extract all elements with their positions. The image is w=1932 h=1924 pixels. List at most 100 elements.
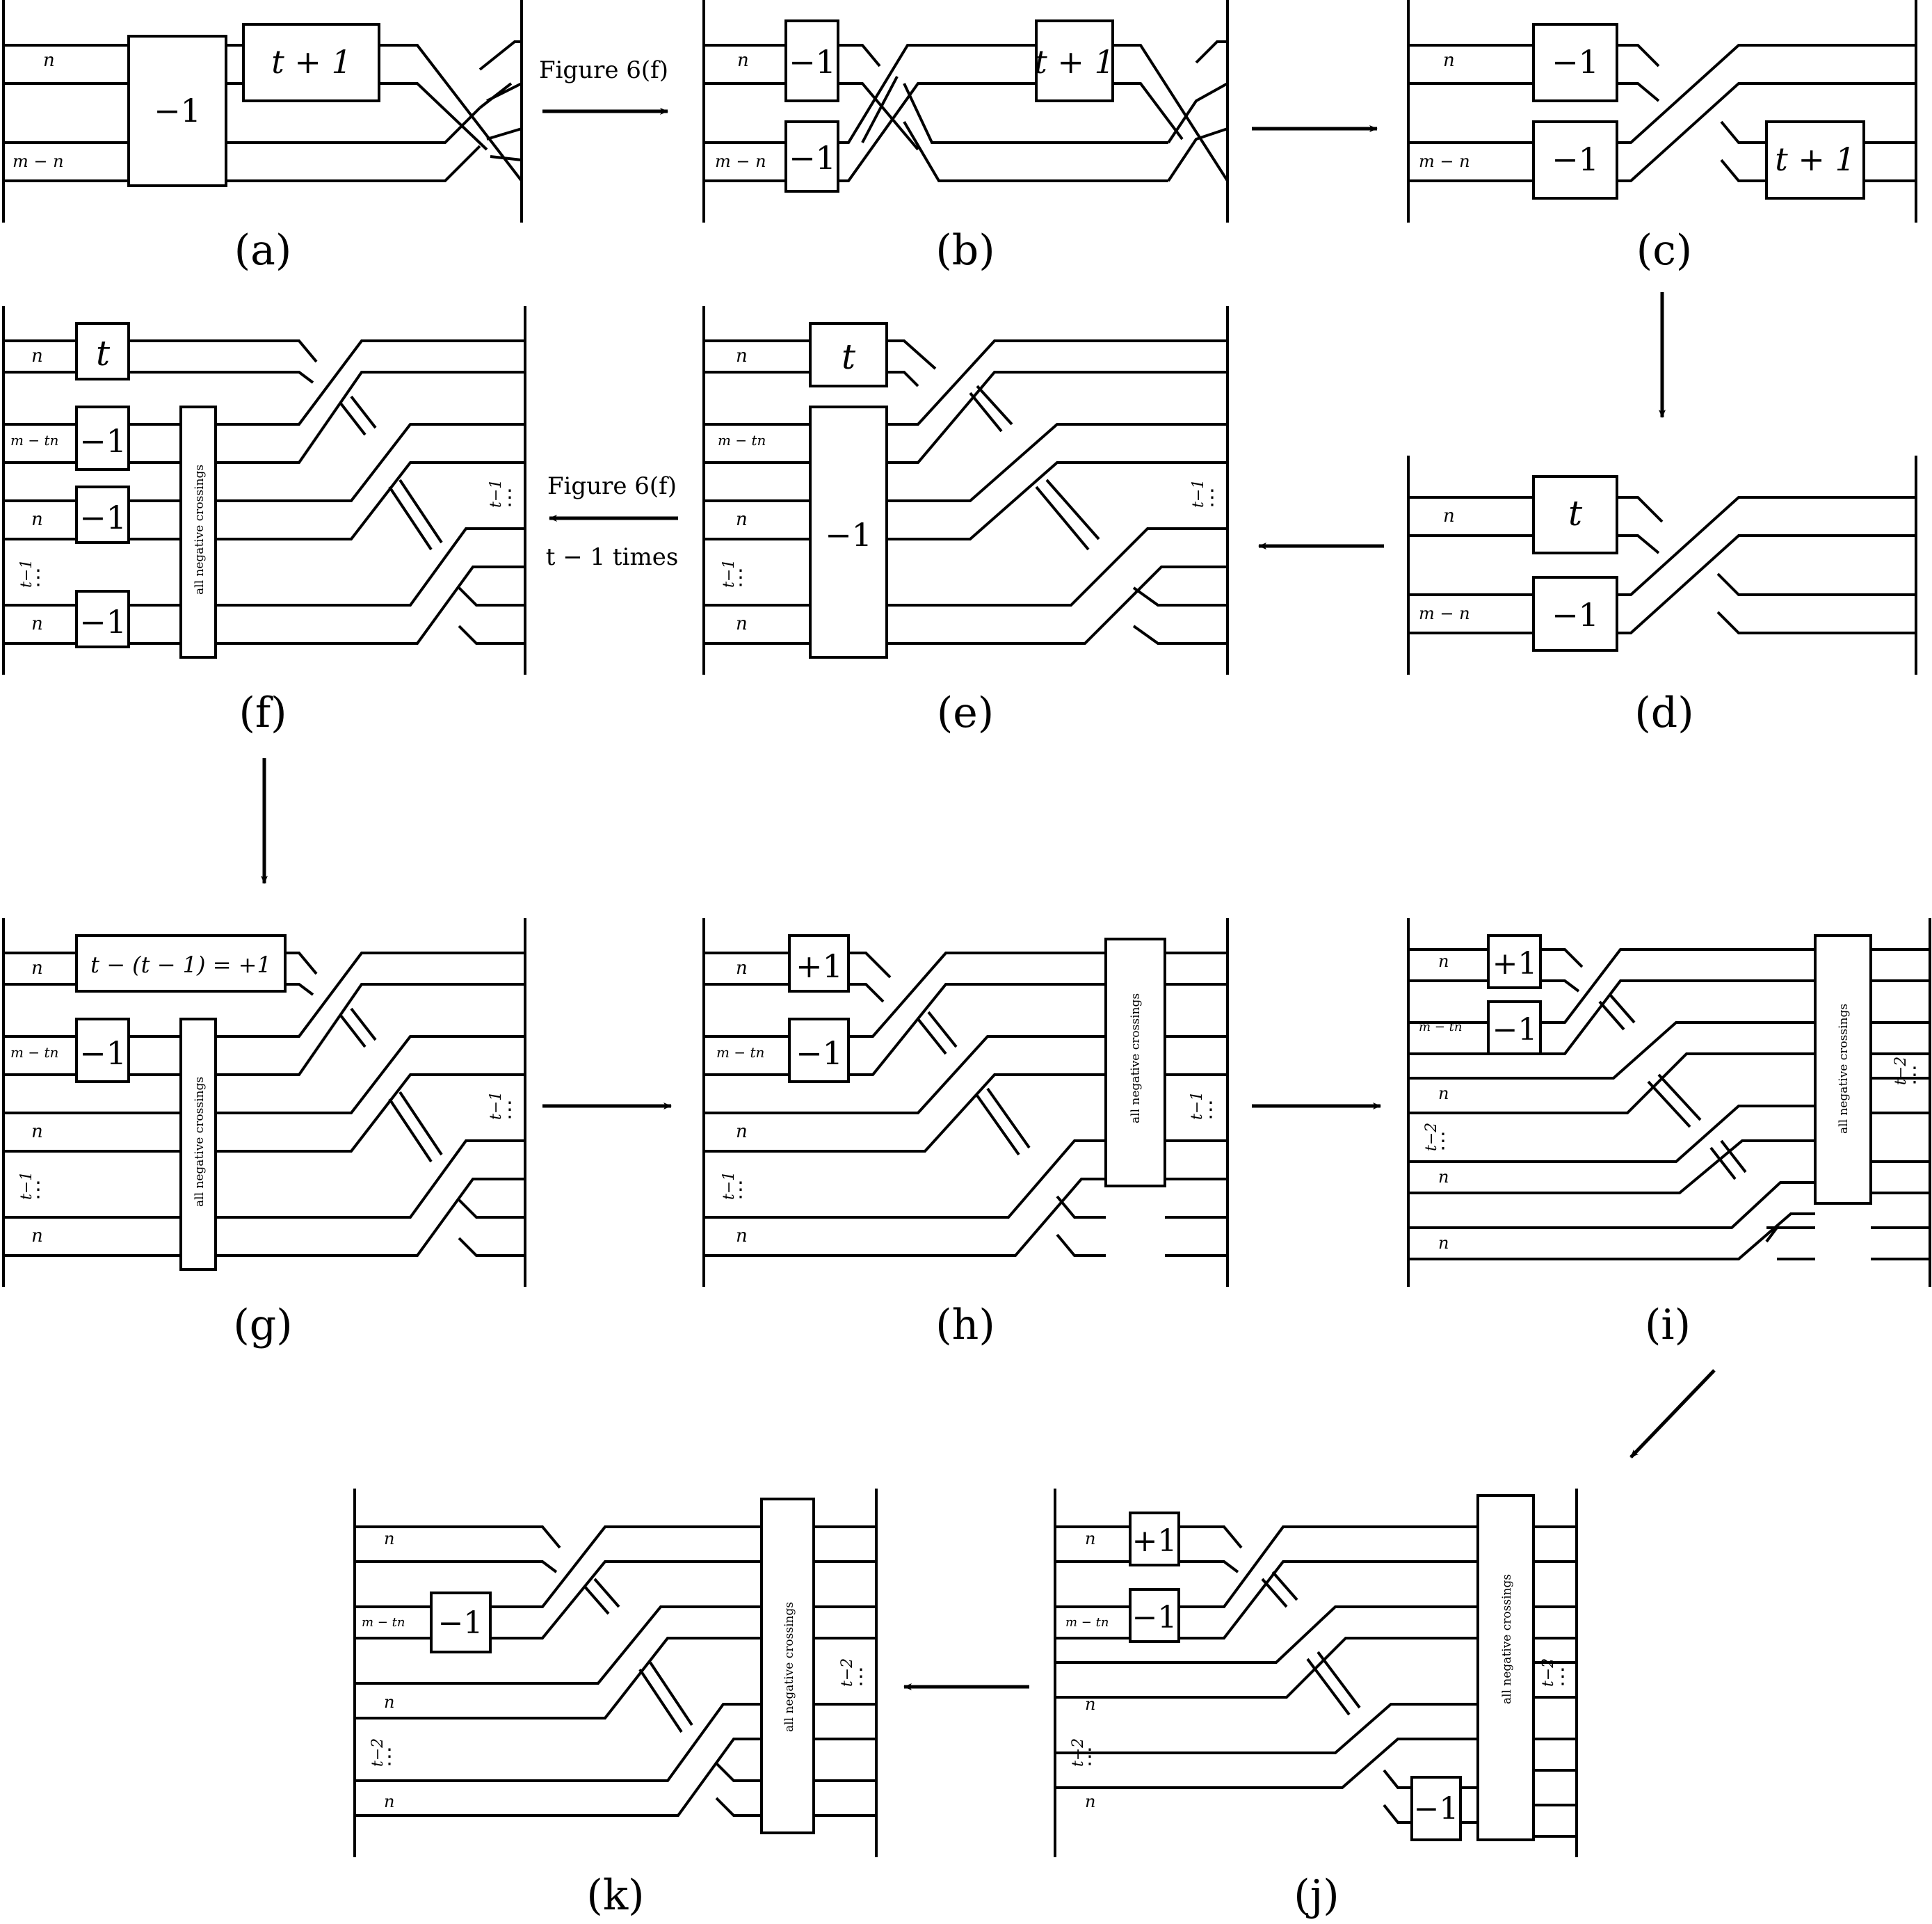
arrow-e-sublabel: t − 1 times: [546, 543, 679, 571]
tall-box-label: all negative crossings: [782, 1602, 796, 1732]
vertical-dots: ⋮: [28, 566, 49, 590]
caption-e: (e): [937, 689, 994, 737]
caption-d: (d): [1634, 689, 1693, 737]
label-n: n: [31, 509, 43, 530]
dots-label: t−2: [1070, 1738, 1087, 1767]
label-n: n: [1085, 1529, 1095, 1548]
caption-c: (c): [1636, 226, 1692, 275]
box-label: −1: [79, 603, 127, 641]
dots-label: t−2: [1540, 1658, 1557, 1687]
panel-g: [2, 918, 526, 1287]
vertical-dots: ⋮: [28, 1178, 49, 1202]
box-label: −1: [79, 499, 127, 536]
tall-box-label: all negative crossings: [1837, 1004, 1851, 1134]
dots-label: t−1: [721, 1171, 738, 1200]
box-label: −1: [1552, 43, 1599, 81]
label-n: n: [1443, 50, 1455, 71]
caption-a: (a): [234, 226, 292, 275]
box-label: −1: [154, 92, 201, 129]
label-n: n: [736, 509, 748, 530]
caption-h: (h): [935, 1301, 995, 1349]
tall-box-label: all negative crossings: [1500, 1574, 1514, 1704]
box-label: t: [1568, 493, 1583, 534]
panel-f: [2, 306, 526, 675]
dots-label: t−1: [18, 559, 35, 588]
caption-i: (i): [1645, 1301, 1691, 1349]
label-n: n: [31, 614, 43, 634]
panel-e: [702, 306, 1229, 675]
label-n: n: [1438, 1084, 1449, 1103]
tall-box-label: all negative crossings: [1129, 993, 1143, 1123]
box-label: t + 1: [271, 43, 352, 81]
tall-box-label: all negative crossings: [193, 1077, 207, 1207]
arrow-e-label: Figure 6(f): [547, 472, 677, 500]
label-n: n: [1085, 1694, 1095, 1714]
caption-g: (g): [233, 1301, 292, 1349]
label-n: n: [31, 346, 43, 367]
tall-box-label: all negative crossings: [193, 465, 207, 595]
label-m-tn: m − tn: [362, 1615, 405, 1630]
dots-label: t−1: [488, 479, 505, 508]
box-label: −1: [796, 1034, 843, 1072]
label-m-tn: m − tn: [1065, 1615, 1109, 1630]
label-m-n: m − n: [13, 152, 64, 171]
box-label: −1: [825, 516, 872, 554]
box-label: −1: [1492, 1012, 1538, 1048]
label-n: n: [1438, 1167, 1449, 1187]
panel-a: [2, 0, 523, 223]
caption-j: (j): [1294, 1871, 1339, 1920]
box-label: −1: [438, 1605, 483, 1641]
label-n: n: [736, 614, 748, 634]
box-label: t + 1: [1034, 43, 1115, 81]
label-n: n: [736, 346, 748, 367]
label-n: n: [737, 50, 749, 71]
arrow-a-label: Figure 6(f): [539, 56, 668, 84]
box-label: −1: [789, 139, 836, 177]
box-label: −1: [789, 43, 836, 81]
box-label: t: [96, 333, 111, 374]
dots-label: t−2: [839, 1658, 856, 1687]
panel-k: [353, 1489, 878, 1857]
label-n: n: [1438, 952, 1449, 971]
box-label: −1: [1552, 141, 1599, 178]
panel-a-box-minus1: [127, 35, 227, 187]
box-label: −1: [1552, 596, 1599, 634]
label-m-n: m − n: [1419, 152, 1470, 171]
panel-h: [702, 918, 1229, 1287]
vertical-dots: ⋮: [1200, 1098, 1221, 1122]
vertical-dots: ⋮: [1552, 1665, 1573, 1689]
label-n: n: [1438, 1233, 1449, 1253]
dots-label: t−1: [488, 1091, 505, 1120]
label-n: n: [736, 958, 748, 979]
vertical-dots: ⋮: [379, 1745, 400, 1769]
label-n: n: [1443, 506, 1455, 527]
panel-d: [1407, 456, 1917, 675]
label-n: n: [1085, 1792, 1095, 1811]
panel-j: [1054, 1489, 1578, 1857]
caption-k: (k): [586, 1871, 644, 1920]
label-m-tn: m − tn: [10, 432, 58, 449]
label-n: n: [31, 958, 43, 979]
panel-i: [1407, 918, 1931, 1287]
box-label: t + 1: [1775, 141, 1855, 178]
label-m-tn: m − tn: [10, 1044, 58, 1061]
vertical-dots: ⋮: [730, 1178, 751, 1202]
label-n: n: [736, 1121, 748, 1142]
label-n: n: [31, 1226, 43, 1246]
label-m-tn: m − tn: [716, 1044, 764, 1061]
box-label: t − (t − 1) = +1: [90, 952, 271, 978]
dots-label: t−2: [369, 1738, 387, 1767]
box-label: t: [842, 337, 856, 377]
box-label: −1: [1132, 1600, 1177, 1635]
vertical-dots: ⋮: [1079, 1745, 1100, 1769]
label-m-tn: m − tn: [1419, 1020, 1462, 1034]
box-label: −1: [79, 422, 127, 460]
label-n: n: [384, 1792, 394, 1811]
vertical-dots: ⋮: [1433, 1129, 1454, 1153]
caption-f: (f): [239, 689, 287, 737]
label-n: n: [43, 50, 55, 71]
box-label: −1: [1414, 1791, 1459, 1827]
label-n: n: [31, 1121, 43, 1142]
label-n: n: [736, 1226, 748, 1246]
